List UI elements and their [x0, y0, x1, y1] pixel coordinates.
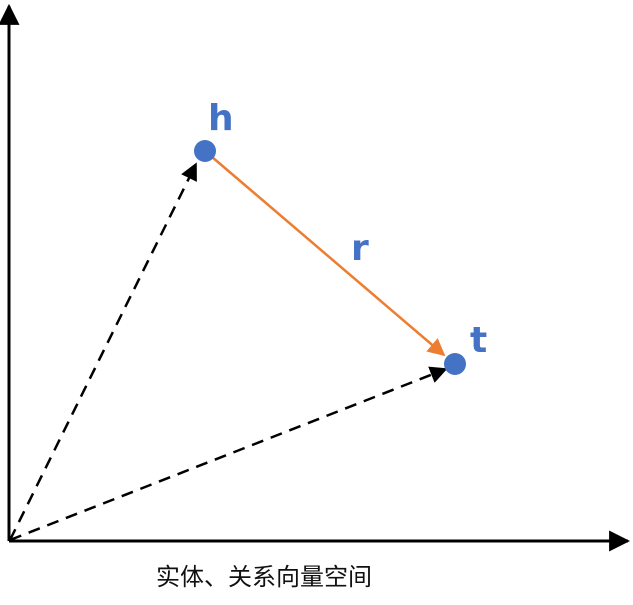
tail-label: t — [470, 320, 487, 361]
relation-label: r — [351, 228, 369, 269]
head-node — [194, 140, 216, 162]
head-label: h — [208, 98, 234, 139]
head-vector — [8, 162, 198, 541]
tail-vector — [9, 366, 448, 542]
relation-vector — [204, 150, 446, 357]
diagram-caption: 实体、关系向量空间 — [156, 563, 372, 591]
tail-node — [444, 353, 466, 375]
